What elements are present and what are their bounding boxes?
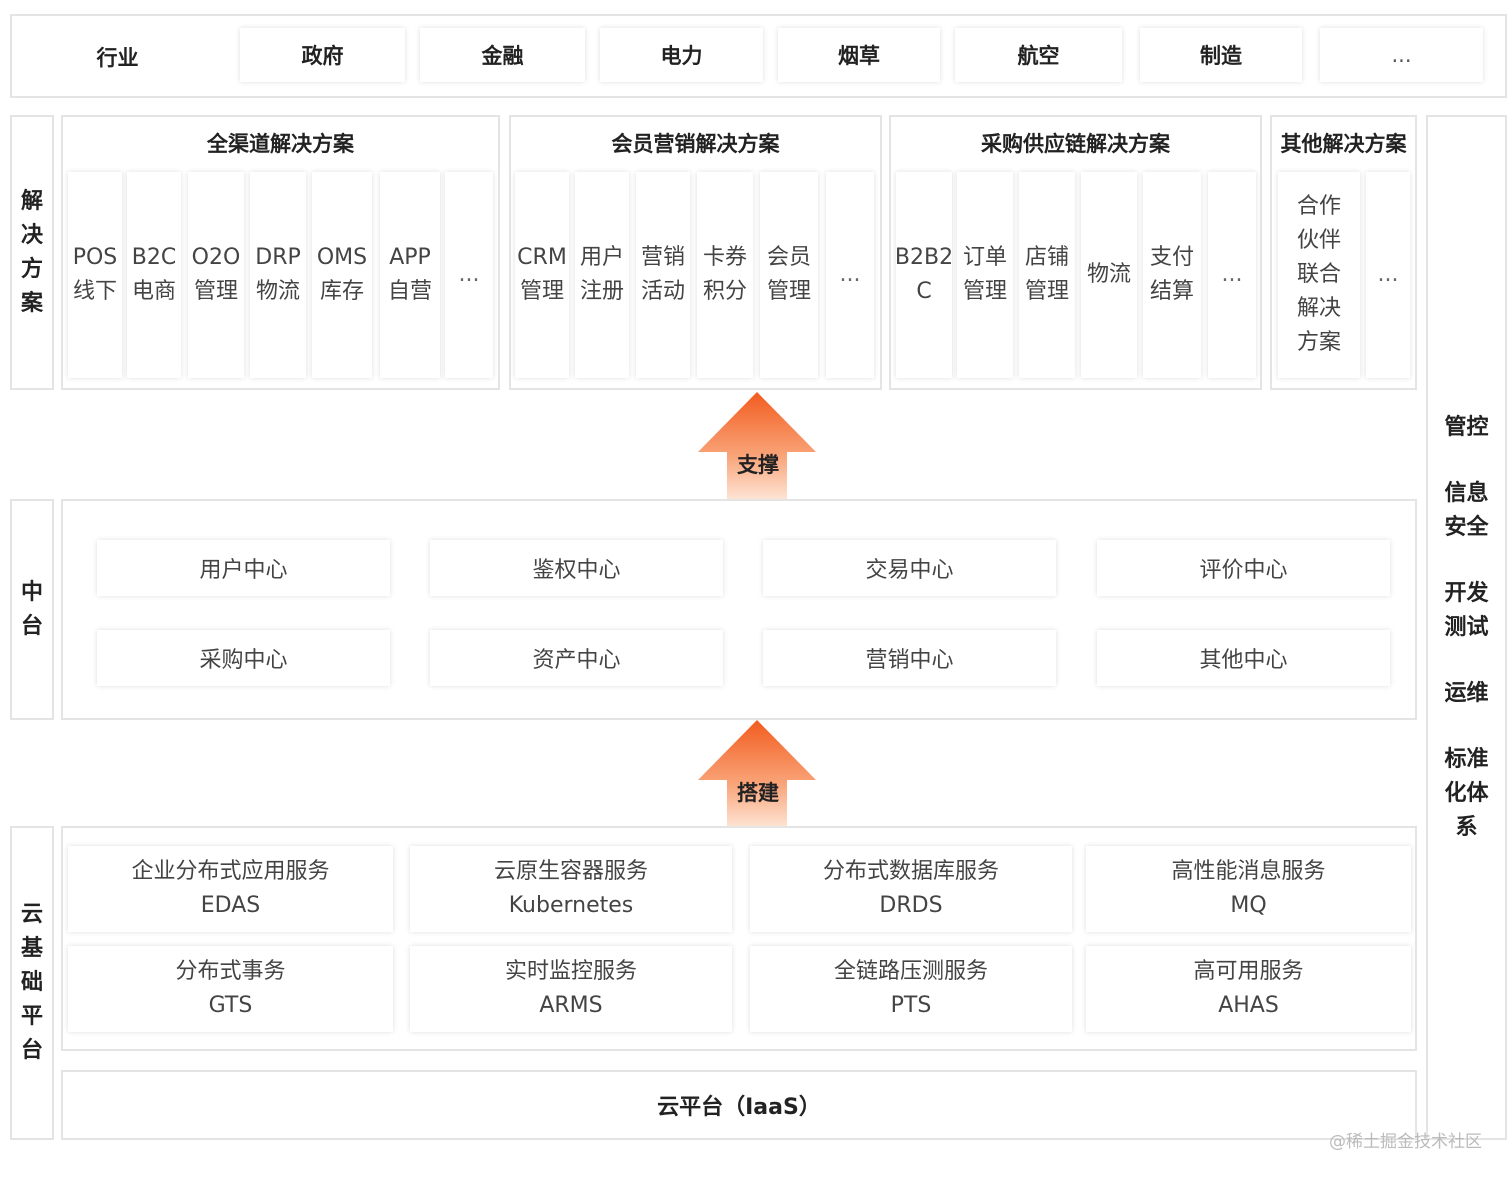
solution-item: 店铺管理 [1019, 172, 1075, 378]
center-card: 资产中心 [430, 630, 723, 686]
industry-item: ... [1320, 28, 1483, 82]
solution-item: ... [826, 172, 874, 378]
center-card: 用户中心 [97, 540, 390, 596]
solution-item: 合作伙伴联合解决方案 [1278, 172, 1360, 378]
solution-item: ... [1366, 172, 1410, 378]
solution-group-title: 会员营销解决方案 [611, 132, 780, 156]
center-card: 评价中心 [1097, 540, 1390, 596]
governance-item: 开发测试 [1444, 580, 1489, 640]
governance-item: 信息安全 [1444, 480, 1489, 540]
governance-list: 管控 信息安全 开发测试 运维 标准化体系 [1426, 115, 1507, 1140]
solution-group-membership [509, 115, 882, 390]
industry-item: 金融 [420, 28, 585, 82]
center-card: 营销中心 [763, 630, 1056, 686]
watermark: @稀土掘金技术社区 [1329, 1132, 1482, 1152]
center-card: 其他中心 [1097, 630, 1390, 686]
solutions-side-label: 解 决 方 案 [10, 115, 54, 390]
middle-side-label: 中 台 [10, 499, 54, 720]
solution-item: 用户注册 [575, 172, 629, 378]
solution-group-title: 采购供应链解决方案 [981, 132, 1170, 156]
governance-item: 标准化体系 [1444, 746, 1489, 840]
build-label: 搭建 [737, 781, 779, 805]
industry-item: 制造 [1140, 28, 1302, 82]
industry-item: 电力 [600, 28, 763, 82]
solution-item: 会员管理 [760, 172, 818, 378]
solution-item: 卡券积分 [697, 172, 753, 378]
industry-item: 航空 [955, 28, 1122, 82]
support-arrow-icon [698, 392, 816, 510]
industry-item: 烟草 [778, 28, 940, 82]
industry-item: 政府 [240, 28, 405, 82]
center-card: 采购中心 [97, 630, 390, 686]
solution-item: 订单管理 [957, 172, 1013, 378]
solution-group-title: 其他解决方案 [1280, 132, 1407, 156]
solution-item: ... [445, 172, 493, 378]
build-arrow-icon [698, 720, 816, 838]
solution-item: 物流 [1081, 172, 1137, 378]
solution-item: ... [1208, 172, 1256, 378]
governance-item: 管控 [1444, 414, 1489, 440]
support-label: 支撑 [737, 453, 779, 477]
cloud-side-label: 云 基 础 平 台 [10, 826, 54, 1140]
governance-item: 运维 [1444, 680, 1489, 706]
industry-label: 行业 [96, 46, 139, 70]
middle-platform [61, 499, 1417, 720]
center-card: 交易中心 [763, 540, 1056, 596]
iaas-bar: 云平台（IaaS） [61, 1070, 1417, 1140]
solution-group-title: 全渠道解决方案 [207, 132, 354, 156]
solution-item: 营销活动 [636, 172, 690, 378]
governance-column [1426, 115, 1507, 1140]
center-card: 鉴权中心 [430, 540, 723, 596]
solution-item: 支付结算 [1143, 172, 1201, 378]
